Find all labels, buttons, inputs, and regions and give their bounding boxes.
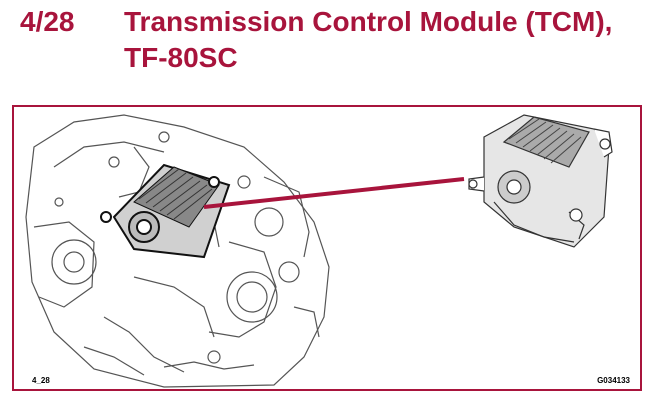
figure-frame: 4_28 G034133 bbox=[12, 105, 642, 391]
title-line-2: TF-80SC bbox=[124, 42, 238, 73]
tcm-mounted bbox=[100, 163, 231, 259]
tcm-detail bbox=[468, 114, 613, 248]
transmission-illustration bbox=[25, 114, 613, 388]
callout-line bbox=[203, 177, 465, 209]
figure-reference-right: G034133 bbox=[597, 376, 630, 385]
figure-reference-left: 4_28 bbox=[32, 376, 50, 385]
title-line-1: Transmission Control Module (TCM), bbox=[124, 6, 613, 37]
page-title: Transmission Control Module (TCM), TF-80… bbox=[124, 4, 654, 76]
page-number: 4/28 bbox=[20, 6, 75, 37]
transmission-housing bbox=[25, 114, 330, 388]
